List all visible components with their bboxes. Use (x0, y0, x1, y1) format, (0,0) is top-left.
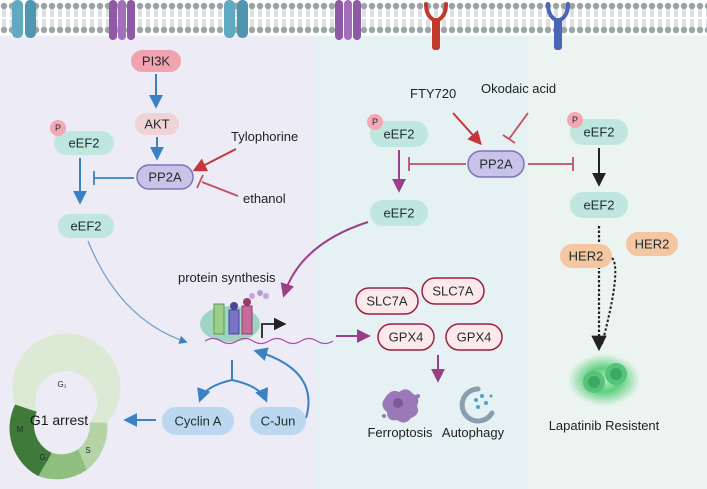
ethanol-label: ethanol (243, 191, 286, 206)
arrow-eef2-mid-ribosome (280, 221, 369, 298)
autophagy-icon (459, 386, 495, 424)
svg-text:eEF2: eEF2 (583, 198, 614, 213)
cyclin-a-node: Cyclin A (162, 407, 234, 435)
fty720-label: FTY720 (410, 86, 456, 101)
svg-text:C-Jun: C-Jun (261, 414, 296, 429)
svg-text:eEF2: eEF2 (583, 125, 614, 140)
slc7a-node-1: SLC7A (355, 287, 419, 315)
panel-right (528, 36, 707, 489)
akt-node: AKT (135, 113, 179, 135)
svg-text:eEF2: eEF2 (68, 136, 99, 151)
transcription-start-arrow (261, 317, 287, 338)
inhibit-ethanol-pp2a (196, 174, 239, 197)
svg-text:SLC7A: SLC7A (432, 284, 474, 299)
arrow-fty720-pp2a (452, 112, 482, 146)
svg-text:P: P (372, 117, 378, 127)
svg-text:P: P (572, 115, 578, 125)
ribosome-icon (200, 290, 269, 342)
inhibit-pp2a-eef2-left (93, 171, 134, 185)
membrane-transporter-icon (109, 0, 135, 40)
resistant-cells-icon (568, 354, 640, 406)
svg-text:PP2A: PP2A (479, 157, 513, 172)
membrane-transporter-icon (335, 0, 361, 40)
svg-text:HER2: HER2 (569, 249, 604, 264)
svg-text:PP2A: PP2A (148, 170, 182, 185)
eef2-phospho-right-node: eEF2 P (567, 112, 628, 145)
arrow-to-c-jun (231, 379, 269, 403)
protein-synthesis-label: protein synthesis (178, 270, 276, 285)
svg-text:Cyclin A: Cyclin A (175, 414, 222, 429)
svg-text:PI3K: PI3K (142, 54, 171, 69)
svg-text:eEF2: eEF2 (383, 206, 414, 221)
svg-text:P: P (55, 123, 61, 133)
inhibit-okodaic-pp2a (502, 112, 529, 144)
svg-text:S: S (85, 446, 90, 455)
svg-text:SLC7A: SLC7A (366, 294, 408, 309)
membrane-channel-icon (12, 0, 36, 38)
pp2a-mid-node: PP2A (467, 150, 525, 178)
pp2a-left-node: PP2A (136, 164, 194, 190)
svg-text:GPX4: GPX4 (457, 330, 492, 345)
tylophorine-label: Tylophorine (231, 129, 298, 144)
svg-text:eEF2: eEF2 (383, 127, 414, 142)
mrna-strand (204, 337, 334, 345)
eef2-phospho-left-node: eEF2 P (50, 120, 114, 155)
inhibit-pp2a-eef2-mid (408, 157, 466, 171)
dashed-arrow-her2-resistance (601, 257, 617, 345)
arrow-eef2-ribosome (87, 240, 188, 344)
svg-text:M: M (17, 425, 24, 434)
ferroptosis-label: Ferroptosis (367, 425, 433, 440)
membrane-channel-icon (224, 0, 248, 38)
lapatinib-resistent-label: Lapatinib Resistent (549, 418, 660, 433)
eef2-mid-node: eEF2 (370, 200, 428, 226)
svg-text:AKT: AKT (144, 117, 169, 132)
cell-cycle-ring: G₁ S G₂ M (9, 333, 121, 480)
ferroptosis-cell-icon (382, 389, 420, 423)
her2-node-1: HER2 (560, 244, 612, 268)
svg-text:HER2: HER2 (635, 237, 670, 252)
arrow-tylophorine-pp2a (192, 148, 237, 172)
g1-arrest-label: G1 arrest (30, 412, 88, 428)
svg-text:G₂: G₂ (39, 453, 48, 462)
her2-node-2: HER2 (626, 232, 678, 256)
panel-middle (316, 36, 528, 489)
autophagy-label: Autophagy (442, 425, 505, 440)
blue-receptor-icon (546, 2, 570, 50)
gpx4-node-2: GPX4 (445, 323, 503, 351)
eef2-right-node: eEF2 (570, 192, 628, 218)
arrow-to-cyclin-a (197, 379, 233, 403)
c-jun-node: C-Jun (250, 407, 306, 435)
slc7a-node-2: SLC7A (421, 277, 485, 305)
svg-text:GPX4: GPX4 (389, 330, 424, 345)
inhibit-pp2a-eef2-right (528, 157, 574, 171)
pi3k-node: PI3K (131, 50, 181, 72)
eef2-left-node: eEF2 (58, 214, 114, 238)
gpx4-node-1: GPX4 (377, 323, 435, 351)
svg-text:G₁: G₁ (58, 380, 67, 389)
svg-text:eEF2: eEF2 (70, 219, 101, 234)
eef2-phospho-mid-node: eEF2 P (367, 114, 428, 147)
okodaic-acid-label: Okodaic acid (481, 81, 556, 96)
arrow-c-jun-ribosome (253, 347, 310, 419)
red-receptor-icon (424, 2, 448, 50)
